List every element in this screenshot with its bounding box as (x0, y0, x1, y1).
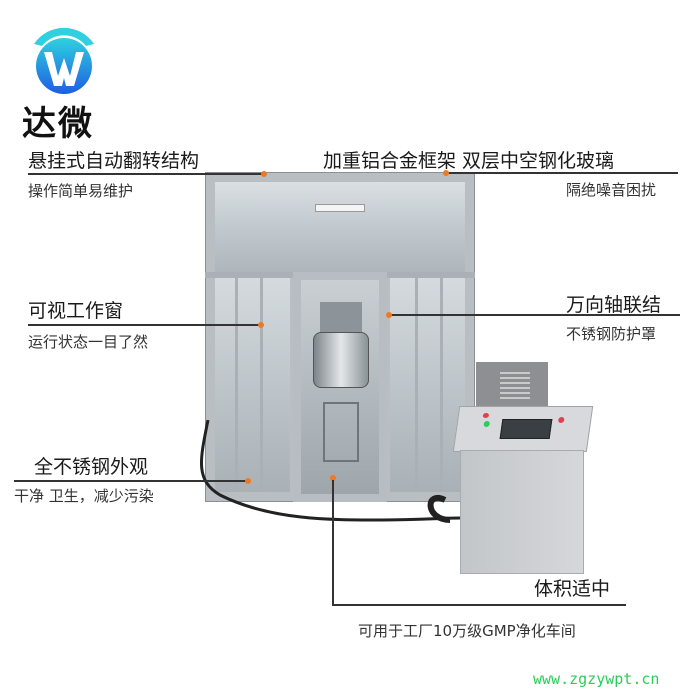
annotation-subtitle-suspension: 操作简单易维护 (28, 182, 134, 200)
machine-illustration (205, 172, 475, 502)
brand-name: 达微 (22, 104, 94, 144)
annotation-subtitle-window: 运行状态一目了然 (28, 333, 149, 351)
leader-line (445, 172, 678, 174)
leader-line-vertical (332, 480, 334, 605)
marker-dot (330, 475, 336, 481)
logo (24, 18, 104, 98)
watermark: www.zgzywpt.cn (533, 670, 660, 688)
leader-line (28, 324, 262, 326)
annotation-subtitle-stainless: 干净 卫生，减少污染 (14, 487, 154, 505)
annotation-title-size: 体积适中 (534, 578, 611, 600)
annotation-title-frame: 加重铝合金框架 双层中空钢化玻璃 (323, 150, 615, 172)
annotation-title-window: 可视工作窗 (28, 300, 124, 322)
touchscreen (499, 419, 553, 439)
marker-dot (443, 170, 449, 176)
marker-dot (245, 478, 251, 484)
annotation-title-suspension: 悬挂式自动翻转结构 (28, 150, 200, 172)
control-cabinet (476, 362, 548, 408)
annotation-subtitle-size: 可用于工厂10万级GMP净化车间 (358, 622, 576, 640)
marker-dot (261, 171, 267, 177)
marker-dot (258, 322, 264, 328)
annotation-subtitle-frame: 隔绝噪音困扰 (566, 181, 657, 199)
leader-line (390, 314, 680, 316)
cable-graphic (200, 420, 461, 523)
leader-line (332, 604, 626, 606)
annotation-title-stainless: 全不锈钢外观 (34, 456, 149, 478)
annotation-subtitle-joint: 不锈钢防护罩 (566, 325, 657, 343)
annotation-title-joint: 万向轴联结 (566, 294, 662, 316)
leader-line (14, 480, 248, 482)
w-circle-logo-icon (34, 27, 94, 94)
marker-dot (386, 312, 392, 318)
leader-line (28, 173, 264, 175)
